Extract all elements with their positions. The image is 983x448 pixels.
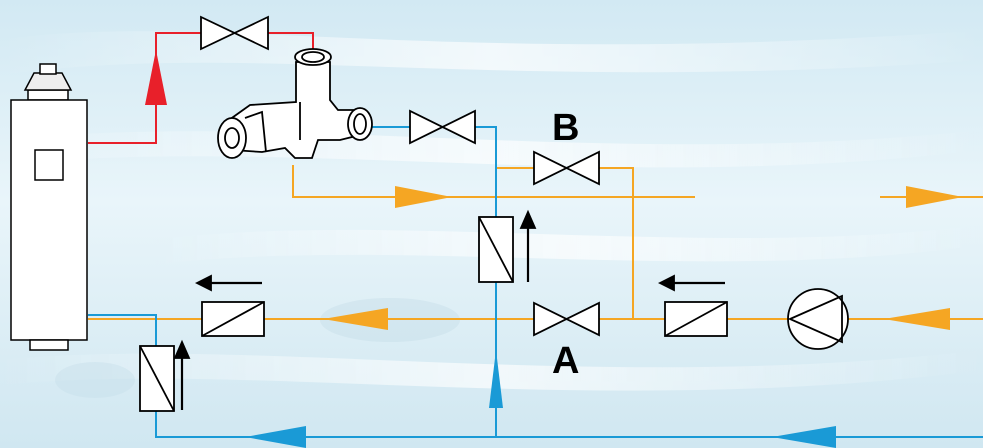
cold-flow-arrow: [245, 426, 306, 448]
valve-a: [533, 301, 600, 337]
valve-a-label: A: [552, 340, 579, 382]
isolation-valve-cold: [409, 109, 476, 145]
return-flow-arrow: [323, 308, 388, 330]
hot-flow-arrow: [145, 50, 167, 105]
mixed-flow-arrow: [906, 186, 963, 208]
valve-b-label: B: [552, 107, 579, 149]
check-valve-return: [194, 274, 265, 337]
circulation-pump: [787, 288, 849, 350]
flow-arrows: [145, 50, 963, 448]
thermostatic-mixing-valve: [217, 48, 373, 159]
hot-water-pipe: [88, 32, 314, 144]
check-valve-cold-supply: [139, 339, 191, 412]
return-flow-arrow: [884, 308, 950, 330]
bypass-valve-b: [533, 150, 600, 186]
check-valve-pump: [657, 274, 728, 337]
mixed-flow-arrow: [395, 186, 452, 208]
heater-panel: [34, 149, 64, 181]
check-valve-cold-riser: [478, 209, 537, 283]
isolation-valve-hot: [200, 15, 269, 51]
cold-flow-arrow: [772, 426, 836, 448]
cold-flow-arrow: [489, 350, 503, 408]
water-heater: [10, 63, 88, 351]
